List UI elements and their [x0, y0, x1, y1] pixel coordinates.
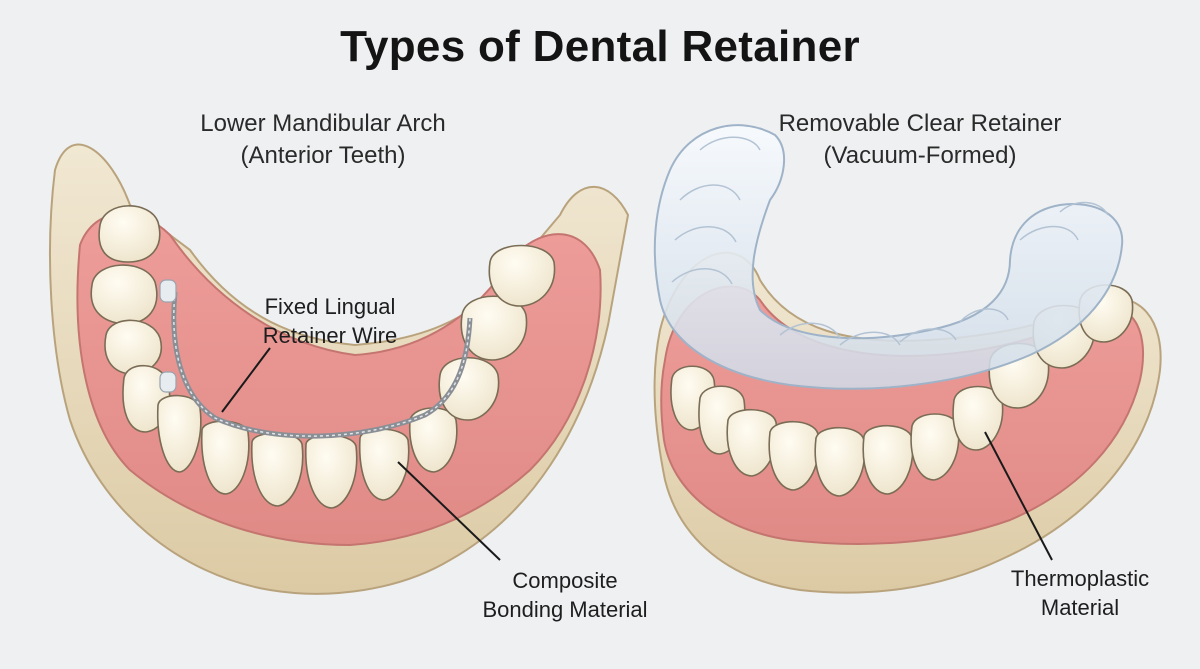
callout-thermoplastic-material: Thermoplastic Material — [985, 564, 1175, 622]
left-panel-heading: Lower Mandibular Arch (Anterior Teeth) — [103, 108, 543, 172]
left-heading-line1: Lower Mandibular Arch — [200, 110, 446, 137]
left-teeth — [90, 205, 556, 509]
leader-lines-left — [221, 347, 501, 561]
callout-retainer-wire: Fixed Lingual Retainer Wire — [230, 292, 430, 350]
tooth — [814, 427, 866, 497]
tooth — [768, 421, 820, 491]
tooth — [460, 295, 528, 361]
tooth — [104, 319, 163, 375]
callout-material-line2: Material — [1040, 595, 1120, 620]
tooth — [488, 244, 556, 307]
tooth — [90, 264, 158, 325]
tooth — [952, 385, 1004, 451]
tooth — [98, 205, 161, 263]
callout-composite-bonding: Composite Bonding Material — [455, 566, 675, 624]
page-title: Types of Dental Retainer — [340, 22, 860, 71]
callout-wire-line2: Retainer Wire — [262, 323, 398, 348]
left-heading-line2: (Anterior Teeth) — [240, 142, 406, 169]
callout-bonding-line1: Composite — [512, 568, 618, 593]
right-panel-heading: Removable Clear Retainer (Vacuum-Formed) — [700, 108, 1140, 172]
clear-retainer-tray — [653, 124, 1124, 390]
callout-bonding-line2: Bonding Material — [482, 597, 648, 622]
bonding-pads — [159, 279, 177, 393]
right-heading-line1: Removable Clear Retainer — [778, 110, 1062, 137]
retainer-wire — [171, 291, 473, 439]
tooth — [156, 394, 202, 473]
leader-lines-right — [984, 431, 1053, 561]
tooth — [862, 425, 914, 495]
right-heading-line2: (Vacuum-Formed) — [823, 142, 1017, 169]
callout-wire-line1: Fixed Lingual — [264, 294, 396, 319]
callout-material-line1: Thermoplastic — [1010, 566, 1150, 591]
tooth — [910, 413, 960, 481]
